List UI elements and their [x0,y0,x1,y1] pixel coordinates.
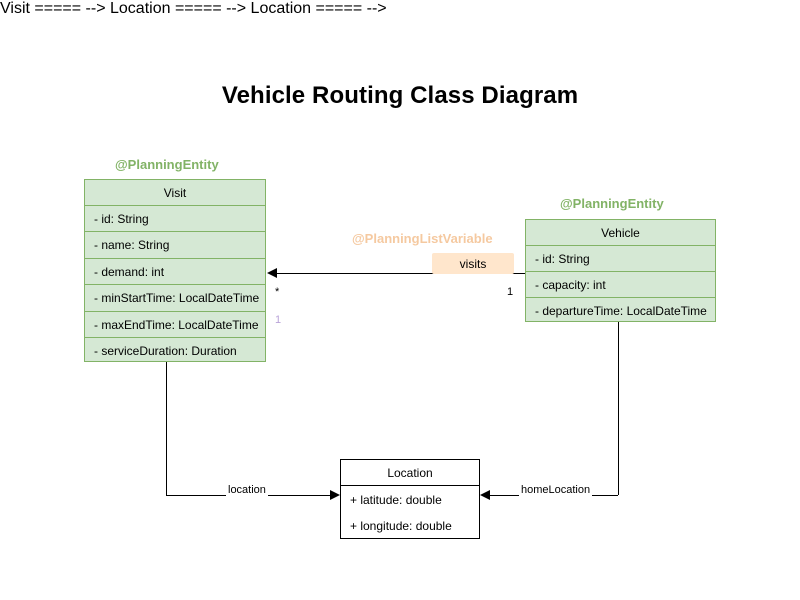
association-label-visits[interactable]: visits [432,253,514,274]
vehicle-attribute-capacity: - capacity: int [526,272,715,298]
visit-attribute-service-duration: - serviceDuration: Duration [94,343,237,358]
vehicle-attribute-id: - id: String [526,246,715,272]
arrowhead-visits [267,268,277,278]
association-label-location: location [226,484,268,496]
visit-attribute-min-start-time: - minStartTime: LocalDateTime [85,285,265,312]
location-attribute-latitude: + latitude: double [350,492,442,507]
multiplicity-visits-source: 1 [507,286,514,298]
class-name-vehicle: Vehicle [526,220,715,246]
visit-attribute-demand: - demand: int [85,259,265,285]
class-box-visit[interactable]: Visit - id: String - name: String - dema… [84,179,266,362]
vehicle-stereotype-label: @PlanningEntity [560,196,664,211]
class-box-vehicle[interactable]: Vehicle - id: String - capacity: int - d… [525,219,716,322]
vehicle-attribute-departure-time: - departureTime: LocalDateTime [535,303,707,318]
association-line-home-location-vertical [618,322,619,495]
class-name-location: Location [341,460,479,486]
arrowhead-location [330,490,340,500]
association-line-visits [272,273,525,274]
class-name-visit: Visit [85,180,265,206]
association-label-home-location: homeLocation [519,484,593,496]
location-attribute-longitude: + longitude: double [350,519,452,533]
arrowhead-home-location [480,490,490,500]
multiplicity-visits-target-secondary: 1 [275,314,282,326]
visits-stereotype-label: @PlanningListVariable [352,231,493,246]
visit-attribute-name: - name: String [85,232,265,259]
page-title: Vehicle Routing Class Diagram [221,82,579,109]
multiplicity-visits-target: * [275,286,280,298]
association-line-location-vertical [166,362,167,495]
visit-attribute-id: - id: String [85,206,265,232]
visit-attribute-max-end-time: - maxEndTime: LocalDateTime [85,312,265,338]
visit-stereotype-label: @PlanningEntity [115,157,219,172]
class-box-location[interactable]: Location + latitude: double + longitude:… [340,459,480,539]
